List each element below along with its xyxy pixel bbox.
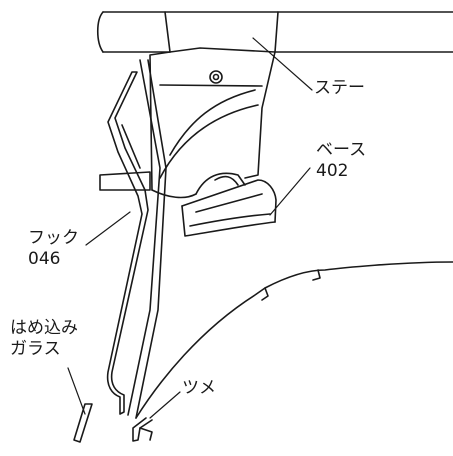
label-claw-text: ツメ	[182, 378, 216, 398]
leader-hook	[85, 211, 131, 246]
leader-glass	[67, 367, 86, 415]
base-part	[181, 172, 277, 237]
label-glass-line1: はめ込み	[10, 318, 78, 338]
label-claw: ツメ	[182, 378, 216, 399]
outer-panel	[135, 261, 453, 419]
label-stay-text: ステー	[314, 78, 365, 98]
label-base: ベース 402	[316, 140, 366, 182]
leader-stay	[252, 37, 313, 91]
label-hook-code: 046	[28, 249, 61, 269]
hook-part	[106, 71, 149, 415]
leader-claw	[149, 391, 181, 419]
label-glass: はめ込み ガラス	[10, 318, 78, 360]
label-hook-text: フック	[28, 228, 79, 248]
label-base-code: 402	[316, 161, 349, 181]
label-glass-line2: ガラス	[10, 339, 61, 359]
claw-part	[132, 417, 153, 442]
glass-panel	[73, 59, 167, 443]
leader-lines	[67, 37, 313, 419]
stay-bracket	[99, 11, 279, 199]
label-base-text: ベース	[316, 140, 367, 160]
label-hook: フック 046	[28, 228, 79, 270]
leader-base	[269, 167, 311, 216]
label-stay: ステー	[314, 78, 365, 99]
